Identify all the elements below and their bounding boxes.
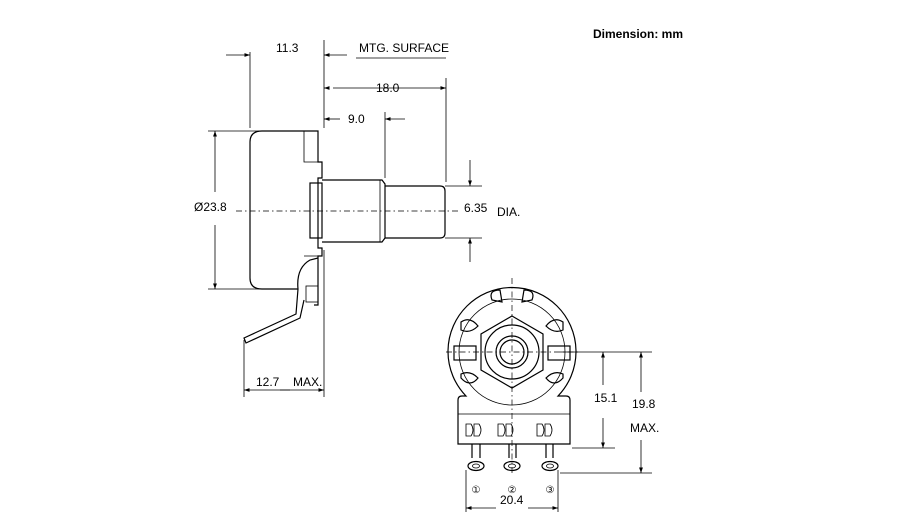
housing-body (249, 130, 323, 306)
dim-shaft-length: 18.0 (376, 81, 400, 95)
dim-body-diameter: Ø23.8 (194, 200, 227, 214)
pin-3-label: ③ (546, 485, 555, 496)
pin-2-label: ② (508, 485, 517, 496)
terminal-marks (465, 423, 553, 437)
dim-shaft-diameter: 6.35 (464, 201, 488, 215)
shaft (385, 185, 446, 239)
mounting-surface-label: MTG. SURFACE (359, 41, 449, 55)
dim-terminal-reach: 12.7 (256, 375, 280, 389)
dim-center-to-terminal: 15.1 (594, 391, 618, 405)
dim-terminal-reach-suffix: MAX. (293, 375, 322, 389)
front-view: ① ② ③ 20.4 15.1 19.8 MAX. (446, 278, 659, 512)
dim-terminal-span: 20.4 (500, 493, 524, 507)
pin-1-label: ① (472, 485, 481, 496)
side-view: 11.3 MTG. SURFACE 18.0 9.0 Ø23.8 6.35 DI… (194, 40, 520, 397)
terminal-legs (467, 444, 559, 472)
dim-bushing-length: 9.0 (348, 112, 365, 126)
units-note: Dimension: mm (593, 27, 683, 41)
mounting-flange (309, 182, 323, 239)
dim-overall-depth: 11.3 (276, 41, 299, 55)
terminal-lug (243, 257, 319, 344)
dim-shaft-diameter-suffix: DIA. (497, 205, 520, 219)
front-housing (447, 286, 577, 445)
dim-center-to-tip-suffix: MAX. (630, 421, 659, 435)
dim-center-to-tip: 19.8 (632, 397, 656, 411)
